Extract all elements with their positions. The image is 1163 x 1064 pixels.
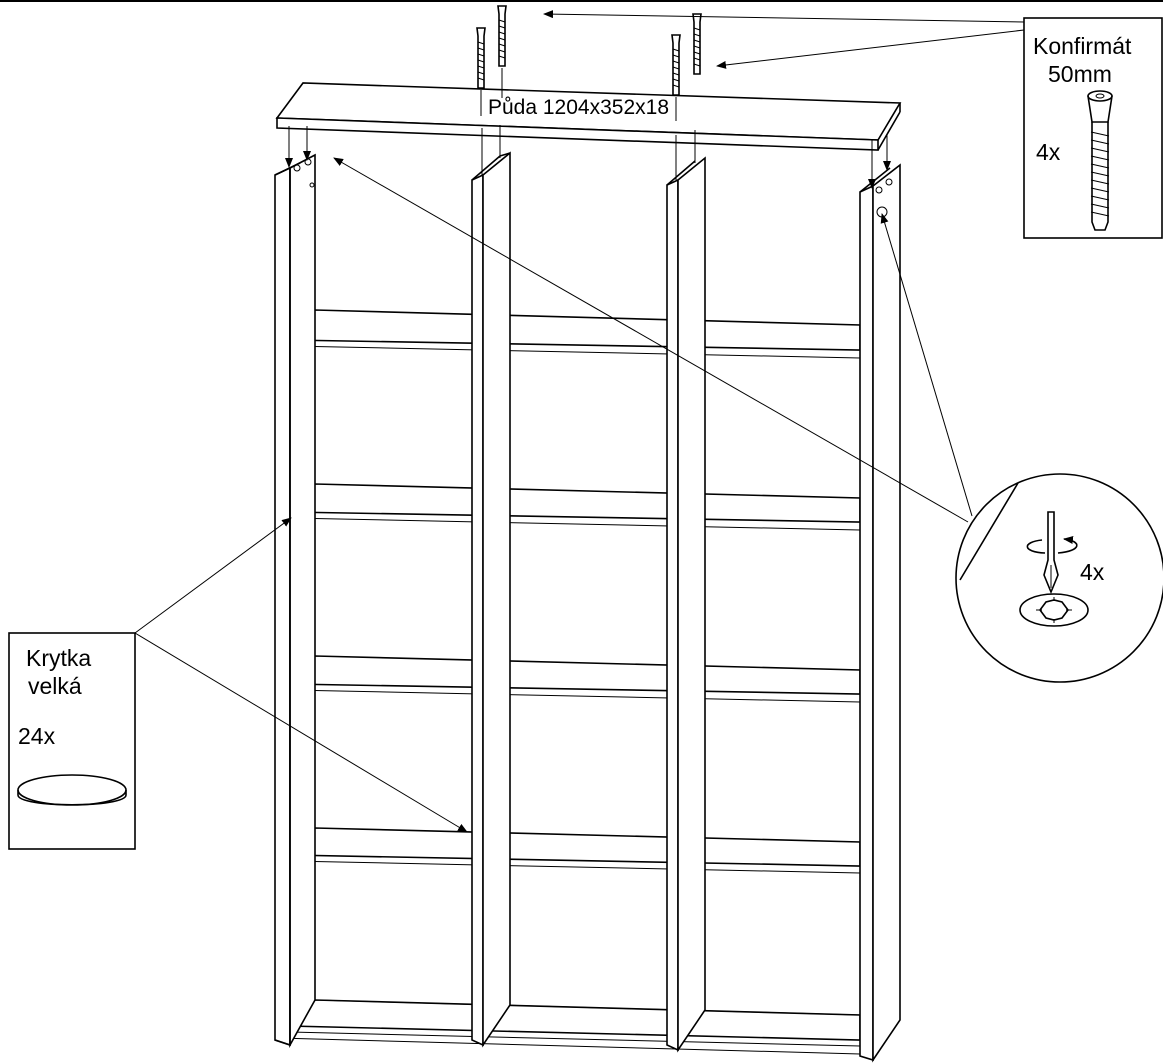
cap-subtitle: velká	[28, 673, 82, 699]
divider-2	[666, 156, 706, 1053]
cam-hole-icon	[1019, 593, 1089, 627]
rotation-arrow-icon	[1026, 536, 1078, 554]
screwdriver-icon	[1043, 511, 1059, 595]
confirmat-screw-icon	[1087, 90, 1113, 231]
cam-holes	[293, 158, 893, 218]
shelf	[288, 309, 861, 359]
top-board: Půda 1204x352x18	[275, 82, 902, 151]
cap-title: Krytka	[26, 645, 91, 671]
bottom-plinth	[277, 999, 861, 1055]
confirmat-screw-icon	[671, 34, 681, 121]
confirmat-screw-icon	[476, 27, 486, 116]
confirmat-screws	[476, 5, 702, 121]
detail-circle: 4x	[955, 473, 1163, 683]
confirmat-size: 50mm	[1048, 61, 1112, 87]
insertion-arrows	[285, 125, 891, 189]
confirmat-title: Konfirmát	[1033, 33, 1132, 59]
divider-1	[471, 151, 511, 1048]
cover-cap-icon	[17, 774, 127, 806]
right-side-panel	[859, 163, 901, 1063]
shelf	[288, 827, 861, 874]
confirmat-qty: 4x	[1036, 139, 1061, 165]
top-board-label: Půda 1204x352x18	[488, 96, 669, 119]
detail-pointers	[333, 157, 973, 523]
shelf	[288, 655, 861, 703]
shelf	[288, 483, 861, 531]
cap-pointers	[134, 517, 468, 833]
cap-box: Krytka velká 24x	[8, 632, 136, 850]
confirmat-screw-icon	[692, 13, 702, 75]
detail-qty: 4x	[1080, 559, 1105, 585]
confirmat-pointers	[543, 10, 1025, 69]
confirmat-screw-icon	[497, 5, 507, 98]
cap-qty: 24x	[18, 723, 56, 749]
shelves	[277, 309, 861, 1055]
back-panel	[314, 163, 861, 1016]
confirmat-box: Konfirmát 50mm 4x	[1023, 17, 1163, 239]
left-side-panel	[274, 153, 316, 1049]
shelf-unit	[274, 151, 901, 1063]
